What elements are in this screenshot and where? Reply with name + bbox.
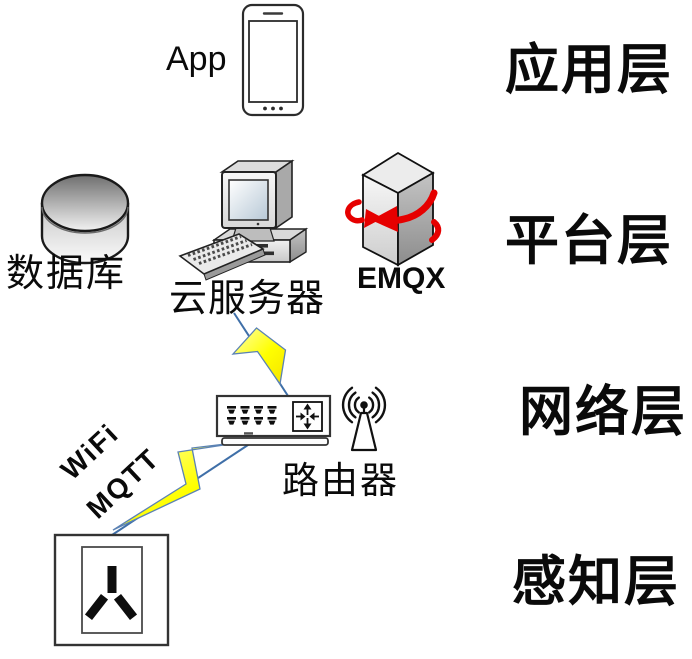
sync-arrow <box>345 189 442 243</box>
desktop-computer-icon <box>178 159 309 281</box>
wireless-antenna-icon <box>341 386 387 452</box>
router-ports <box>227 406 277 425</box>
layer-label-network: 网络层 <box>519 382 687 442</box>
emqx-sync-server-icon <box>345 151 442 267</box>
lightning-bolt-upper <box>231 327 287 386</box>
app-label: App <box>166 40 227 78</box>
power-socket-icon <box>53 533 170 647</box>
smartphone-icon <box>241 3 305 117</box>
router-icon <box>215 394 332 446</box>
database-label: 数据库 <box>6 253 127 295</box>
router-label: 路由器 <box>282 460 399 501</box>
lightning-bolt-lower <box>112 440 251 531</box>
layer-label-application: 应用层 <box>505 40 673 100</box>
layer-label-perception: 感知层 <box>512 552 680 612</box>
routing-symbol <box>292 401 323 432</box>
layer-label-platform: 平台层 <box>505 211 673 271</box>
database-cylinder-icon <box>40 173 130 265</box>
cloud-server-label: 云服务器 <box>169 278 326 320</box>
emqx-label: EMQX <box>357 262 446 295</box>
